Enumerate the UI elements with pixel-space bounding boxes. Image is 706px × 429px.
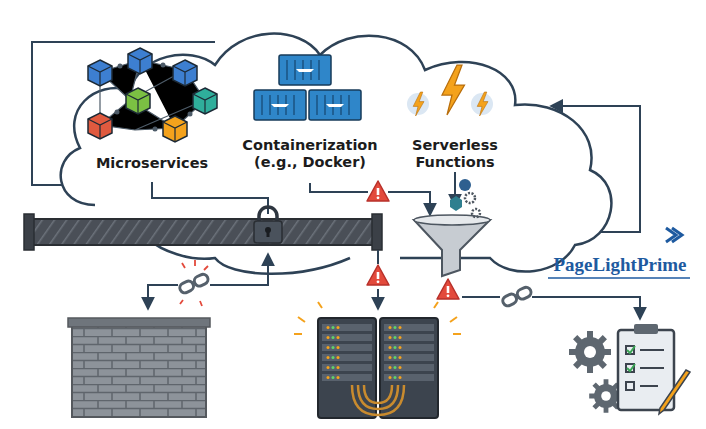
section-label: Microservices	[77, 155, 227, 172]
logo-text: PageLightPrime	[545, 254, 695, 277]
section-label: Serverless Functions	[395, 137, 515, 172]
section-label: Containerization (e.g., Docker)	[235, 137, 385, 172]
